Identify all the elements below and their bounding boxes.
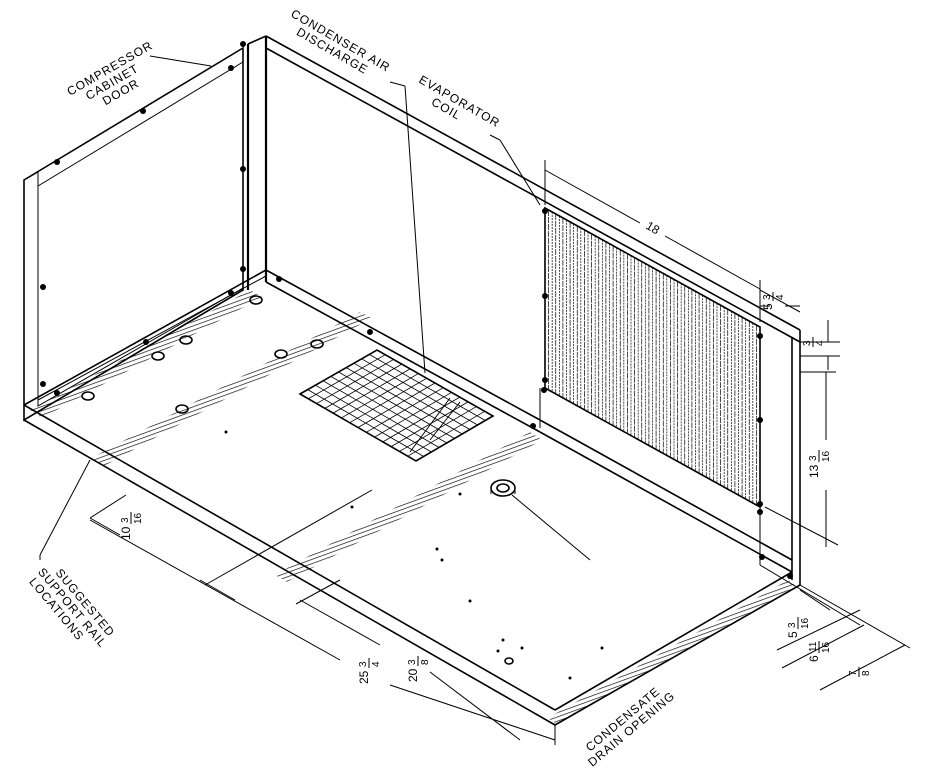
svg-text:4: 4 — [371, 661, 382, 667]
dim-3-4: 3 4 — [802, 337, 826, 347]
base-holes — [81, 295, 604, 680]
dim-20-3-8: 20 3 8 — [406, 656, 431, 682]
grille-line — [330, 376, 447, 444]
svg-text:13: 13 — [807, 464, 821, 478]
dimension-lines — [39, 55, 911, 745]
svg-text:6: 6 — [807, 655, 821, 662]
dim-13-3-16: 13 3 16 — [807, 450, 832, 478]
svg-text:4: 4 — [815, 340, 826, 346]
evaporator-coil — [539, 206, 763, 565]
dim-10-3-16: 10 3 16 — [119, 512, 144, 540]
svg-text:16: 16 — [800, 617, 811, 629]
dimension-values: 18 5 3 4 3 4 13 3 16 10 3 16 25 3 — [119, 218, 872, 684]
svg-text:16: 16 — [821, 450, 832, 462]
grille-line — [361, 358, 478, 426]
drain-opening — [490, 479, 516, 497]
svg-text:7: 7 — [848, 670, 859, 676]
condenser-grille — [298, 349, 495, 462]
svg-text:10: 10 — [119, 526, 133, 540]
grille-line — [338, 371, 455, 439]
grille-line — [307, 389, 424, 457]
grille-line — [353, 362, 471, 430]
svg-text:4: 4 — [775, 294, 786, 300]
svg-text:3: 3 — [762, 294, 773, 300]
svg-text:3: 3 — [407, 659, 418, 665]
hatched-flanges — [30, 290, 796, 724]
dim-6-11-16: 6 11 16 — [807, 641, 832, 662]
svg-text:5: 5 — [761, 303, 775, 310]
svg-text:8: 8 — [420, 659, 431, 665]
dim-7-8: 7 8 — [848, 667, 872, 677]
door-screws — [40, 41, 793, 579]
svg-text:3: 3 — [787, 622, 798, 628]
label-drain-opening: CONDENSATE DRAIN OPENING — [577, 679, 678, 770]
dim-5-3-4: 5 3 4 — [761, 292, 786, 310]
svg-text:5: 5 — [786, 631, 800, 638]
label-evaporator-coil: EVAPORATOR COIL — [410, 72, 506, 143]
svg-text:11: 11 — [808, 641, 819, 652]
svg-text:3: 3 — [802, 340, 813, 346]
compressor-door-panel — [23, 46, 244, 422]
grille-line — [315, 384, 432, 453]
svg-text:3: 3 — [120, 517, 131, 523]
label-compressor-door: COMPRESSOR CABINET DOOR — [65, 36, 172, 121]
grille-line — [322, 380, 440, 448]
svg-text:3: 3 — [358, 661, 369, 667]
svg-text:16: 16 — [133, 512, 144, 524]
svg-text:3: 3 — [808, 455, 819, 461]
dim-25-3-4: 25 3 4 — [357, 658, 382, 684]
label-support-rails: SUGGESTED SUPPORT RAIL LOCATIONS — [25, 557, 122, 662]
grille-line — [369, 354, 486, 421]
svg-text:16: 16 — [821, 641, 832, 653]
svg-text:20: 20 — [406, 668, 420, 682]
svg-text:8: 8 — [861, 670, 872, 676]
svg-text:25: 25 — [357, 670, 371, 684]
dim-5-3-16: 5 3 16 — [786, 617, 811, 638]
dim-coil-width: 18 — [644, 218, 663, 237]
cabinet-outline — [23, 35, 801, 726]
